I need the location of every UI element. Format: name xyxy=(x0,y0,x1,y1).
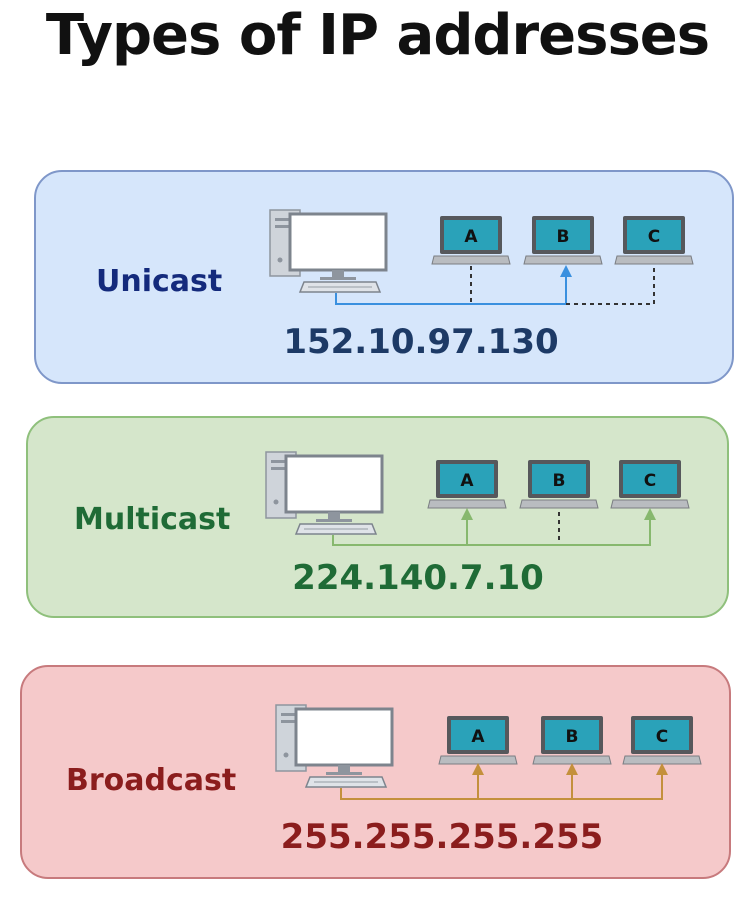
panel-type-label: Broadcast xyxy=(66,763,237,798)
laptop-label: A xyxy=(471,727,485,747)
page-title: Types of IP addresses xyxy=(45,3,710,68)
laptop-icon: A xyxy=(438,715,518,765)
laptop-icon: A xyxy=(427,459,507,509)
laptop-label: B xyxy=(566,727,579,747)
laptop-icon: C xyxy=(622,715,702,765)
laptop-icon: B xyxy=(523,215,603,265)
panel-type-label: Unicast xyxy=(96,264,223,299)
laptop-label: B xyxy=(557,227,570,247)
broadcast-panel: Broadcast 255.255.255.255 xyxy=(20,665,731,879)
laptop-label: B xyxy=(553,471,566,491)
laptop-label: A xyxy=(460,471,474,491)
laptop-icon: A xyxy=(431,215,511,265)
desktop-computer-icon xyxy=(264,450,384,536)
laptop-icon: C xyxy=(610,459,690,509)
idle-link xyxy=(566,266,655,305)
panel-ip-address: 152.10.97.130 xyxy=(283,322,559,362)
laptop-icon: B xyxy=(519,459,599,509)
panel-ip-address: 255.255.255.255 xyxy=(280,817,604,857)
laptop-label: C xyxy=(648,227,660,247)
laptop-label: C xyxy=(644,471,656,491)
panel-type-label: Multicast xyxy=(74,502,231,537)
laptop-icon: B xyxy=(532,715,612,765)
panel-ip-address: 224.140.7.10 xyxy=(292,558,544,598)
multicast-link xyxy=(332,508,656,546)
laptop-label: C xyxy=(656,727,668,747)
desktop-computer-icon xyxy=(274,703,394,789)
broadcast-link xyxy=(340,763,668,800)
laptop-icon: C xyxy=(614,215,694,265)
desktop-computer-icon xyxy=(268,208,388,294)
unicast-panel: Unicast 152.10.97.130 xyxy=(34,170,734,384)
unicast-link xyxy=(335,265,572,305)
laptop-label: A xyxy=(464,227,478,247)
multicast-panel: Multicast 224.140.7.10 xyxy=(26,416,729,618)
